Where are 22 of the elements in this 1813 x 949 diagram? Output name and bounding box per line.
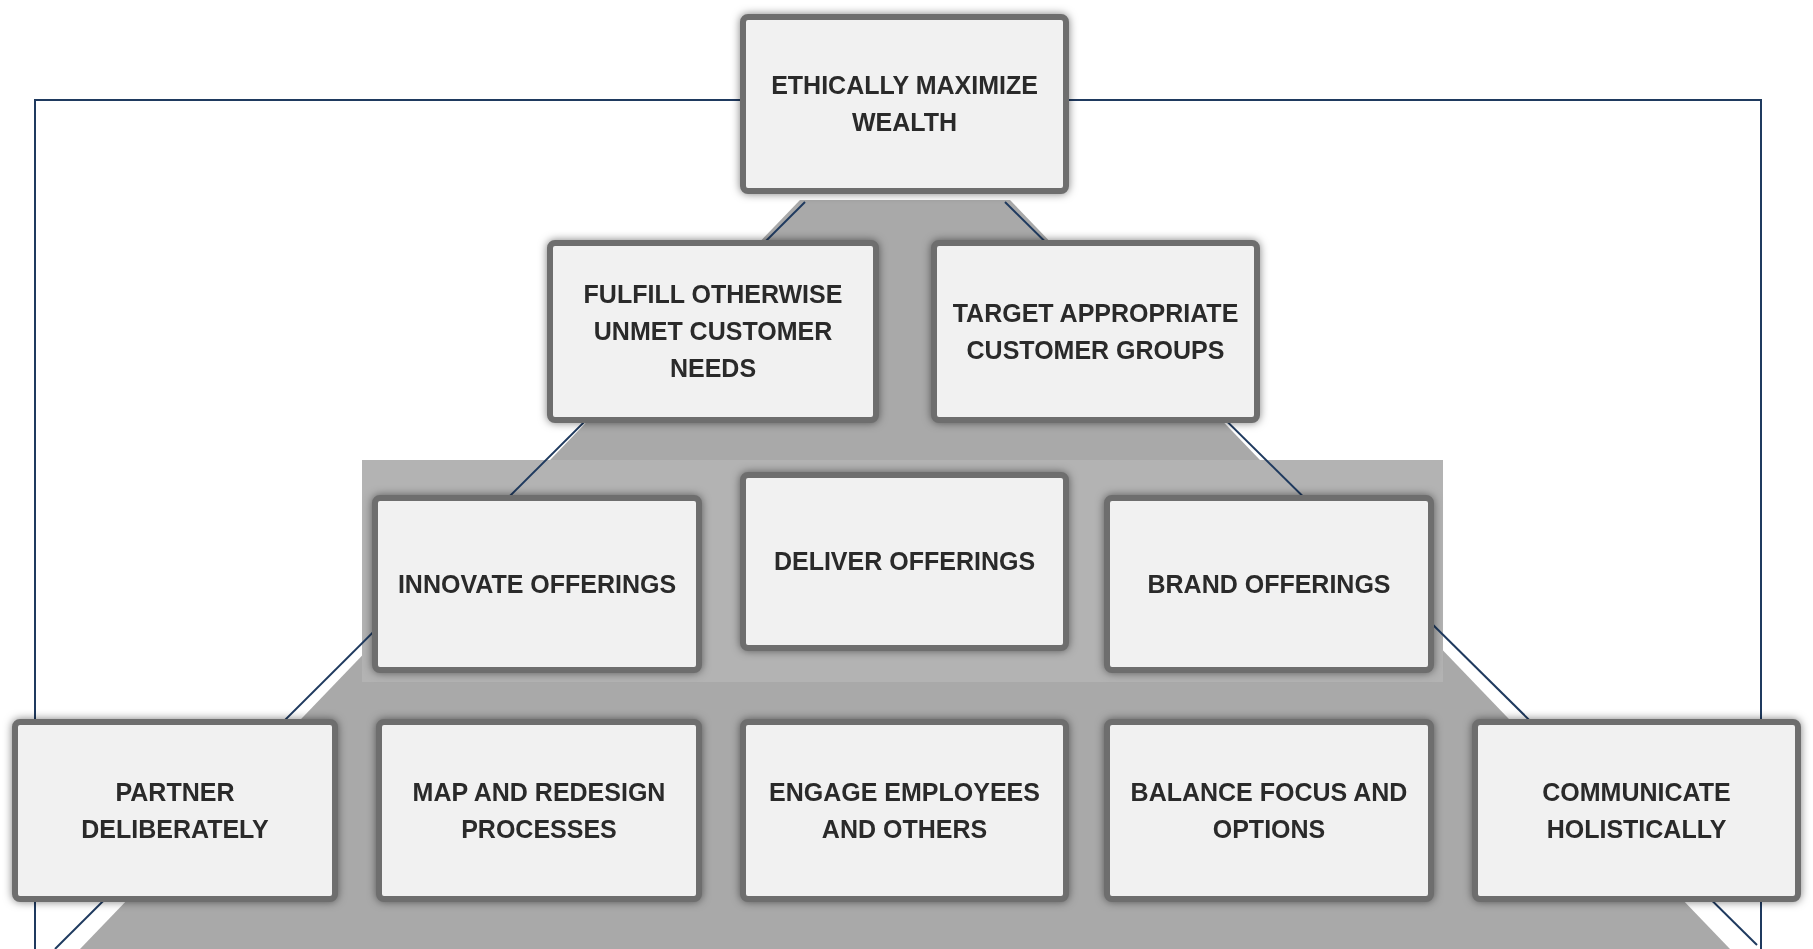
goal-box bbox=[1472, 719, 1801, 902]
box-label: BRAND OFFERINGS bbox=[1147, 568, 1391, 600]
box-label: COMMUNICATE HOLISTICALLY bbox=[1541, 776, 1732, 845]
box-label: PARTNER DELIBERATELY bbox=[80, 776, 270, 845]
box-label: ETHICALLY MAXIMIZE WEALTH bbox=[770, 70, 1039, 138]
box-label: MAP AND REDESIGN PROCESSES bbox=[411, 776, 667, 845]
goal-box bbox=[547, 240, 879, 423]
goal-box bbox=[740, 719, 1069, 902]
goal-box bbox=[376, 719, 702, 902]
box-label: ENGAGE EMPLOYEES AND OTHERS bbox=[768, 776, 1041, 845]
goal-box bbox=[740, 14, 1069, 194]
goal-box bbox=[372, 495, 702, 673]
box-label: FULFILL OTHERWISE UNMET CUSTOMER NEEDS bbox=[582, 279, 844, 384]
goal-box bbox=[931, 240, 1260, 423]
box-label: BALANCE FOCUS AND OPTIONS bbox=[1129, 776, 1409, 845]
goal-box bbox=[1104, 495, 1434, 673]
goal-box bbox=[740, 472, 1069, 651]
box-label: INNOVATE OFFERINGS bbox=[397, 568, 677, 600]
goal-box bbox=[1104, 719, 1434, 902]
goal-box bbox=[12, 719, 338, 902]
box-label: DELIVER OFFERINGS bbox=[773, 546, 1036, 577]
box-label: TARGET APPROPRIATE CUSTOMER GROUPS bbox=[951, 297, 1240, 366]
